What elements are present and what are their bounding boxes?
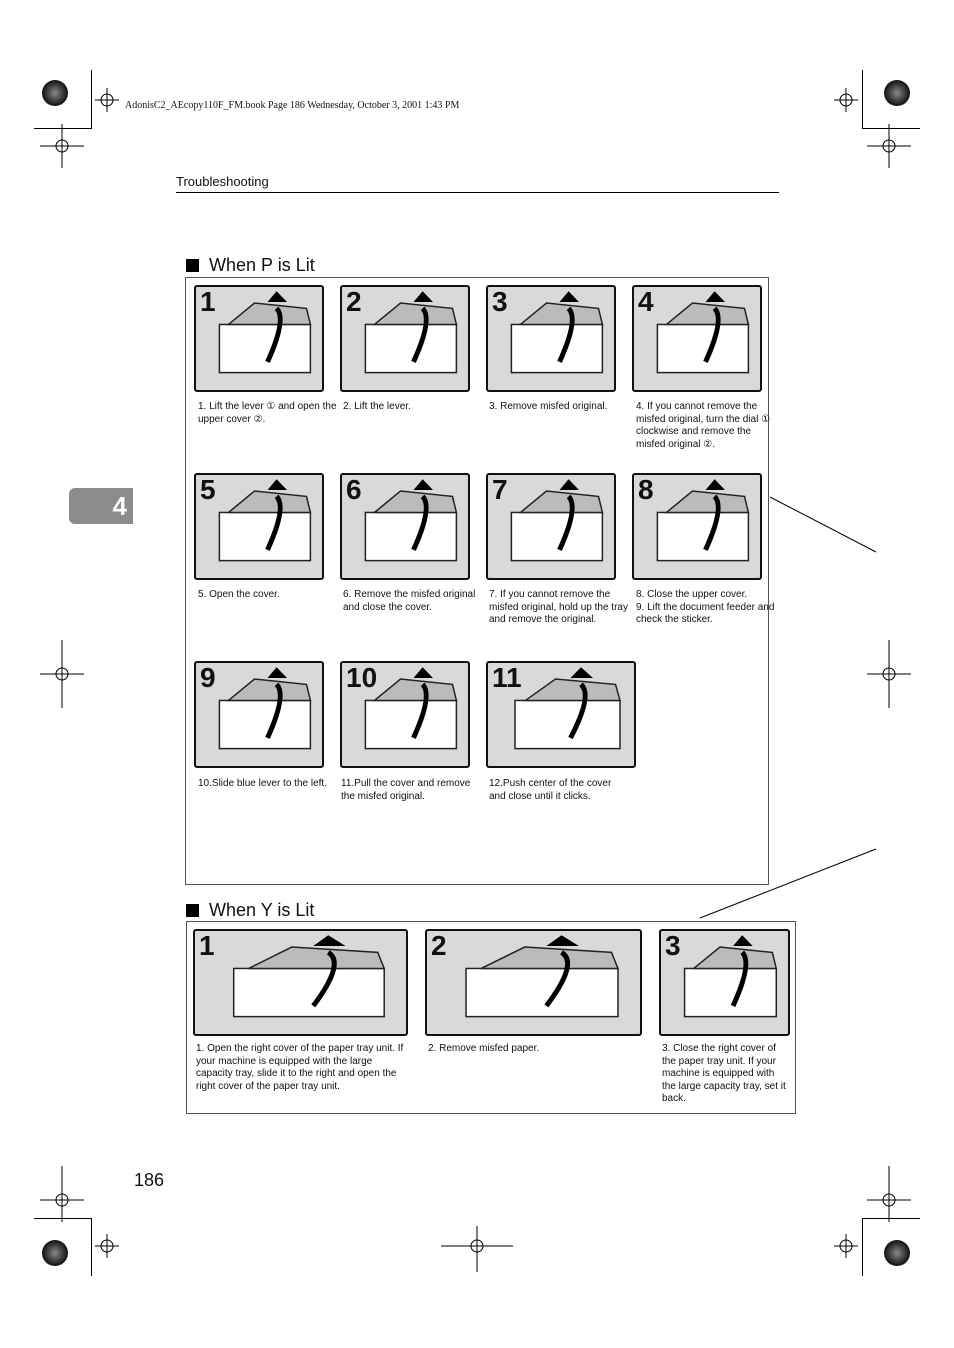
copier-illustration-icon [364,291,458,374]
section-p-title: When P is Lit [186,255,315,276]
p-step-illustration: 9 [194,661,324,768]
p-step-number: 1 [200,286,216,317]
p-step-caption: 11.Pull the cover and remove the misfed … [341,778,471,802]
section-header: Troubleshooting [176,174,269,189]
copier-illustration-icon [514,667,621,750]
p-step-number: 2 [346,286,362,317]
p-step-illustration: 2 [340,285,470,392]
section-p-title-text: When P is Lit [209,255,315,275]
p-step-number: 8 [638,474,654,505]
p-step-number: 4 [638,286,654,317]
y-step-number: 3 [665,930,681,961]
p-step-number: 9 [200,662,216,693]
p-step-illustration: 7 [486,473,616,580]
y-step-number: 2 [431,930,447,961]
y-step-caption: 2. Remove misfed paper. [428,1043,540,1054]
section-y-panel [186,921,796,1114]
section-y-title-text: When Y is Lit [209,900,315,920]
p-step-caption: 5. Open the cover. [198,589,280,600]
copier-illustration-icon [364,667,458,750]
header-rule [176,192,779,193]
registration-target-icon [884,1240,910,1266]
p-step-number: 5 [200,474,216,505]
p-step-number: 3 [492,286,508,317]
p-step-number: 6 [346,474,362,505]
p-step-number: 10 [346,662,378,693]
copier-illustration-icon [510,291,604,374]
p-step-illustration: 3 [486,285,616,392]
crop-mark [91,1218,92,1276]
p-step-number: 7 [492,474,508,505]
p-step-caption: 4. If you cannot remove the misfed origi… [636,401,771,450]
crop-mark [91,70,92,128]
y-step-illustration: 3 [659,929,790,1036]
registration-target-icon [884,80,910,106]
p-step-caption: 2. Lift the lever. [343,401,411,412]
p-step-illustration: 11 [486,661,636,768]
crop-mark [862,70,863,128]
registration-target-icon [42,1240,68,1266]
y-step-caption: 1. Open the right cover of the paper tra… [196,1043,404,1092]
p-step-illustration: 6 [340,473,470,580]
p-step-illustration: 10 [340,661,470,768]
copier-illustration-icon [218,291,312,374]
section-y-title: When Y is Lit [186,900,314,921]
p-step-illustration: 5 [194,473,324,580]
p-step-caption: 7. If you cannot remove the misfed origi… [489,589,628,626]
y-step-caption: 3. Close the right cover of the paper tr… [662,1043,786,1105]
print-line: AdonisC2_AEcopy110F_FM.book Page 186 Wed… [125,100,460,111]
copier-illustration-icon [232,935,386,1018]
square-bullet-icon [186,259,199,272]
copier-illustration-icon [683,935,778,1018]
p-step-caption: 10.Slide blue lever to the left. [198,778,327,789]
copier-illustration-icon [510,479,604,562]
p-step-illustration: 8 [632,473,762,580]
p-step-caption: 1. Lift the lever ① and open the upper c… [198,401,337,425]
copier-illustration-icon [364,479,458,562]
p-step-caption: 12.Push center of the cover and close un… [489,778,612,802]
p-step-illustration: 4 [632,285,762,392]
copier-illustration-icon [465,935,620,1018]
p-step-number: 11 [492,662,522,693]
copier-illustration-icon [218,479,312,562]
y-step-number: 1 [199,930,215,961]
copier-illustration-icon [218,667,312,750]
chapter-tab: 4 [69,488,133,524]
crop-mark [862,1218,920,1219]
registration-target-icon [42,80,68,106]
crop-mark [34,1218,92,1219]
p-step-caption: 8. Close the upper cover. 9. Lift the do… [636,589,775,626]
crop-mark [34,128,92,129]
p-step-caption: 6. Remove the misfed original and close … [343,589,476,613]
crop-mark [862,128,920,129]
y-step-illustration: 1 [193,929,408,1036]
copier-illustration-icon [656,291,750,374]
p-step-illustration: 1 [194,285,324,392]
crop-mark [862,1218,863,1276]
section-p-panel [185,277,769,885]
square-bullet-icon [186,904,199,917]
p-step-caption: 3. Remove misfed original. [489,401,608,412]
copier-illustration-icon [656,479,750,562]
page-number: 186 [134,1170,165,1190]
y-step-illustration: 2 [425,929,642,1036]
